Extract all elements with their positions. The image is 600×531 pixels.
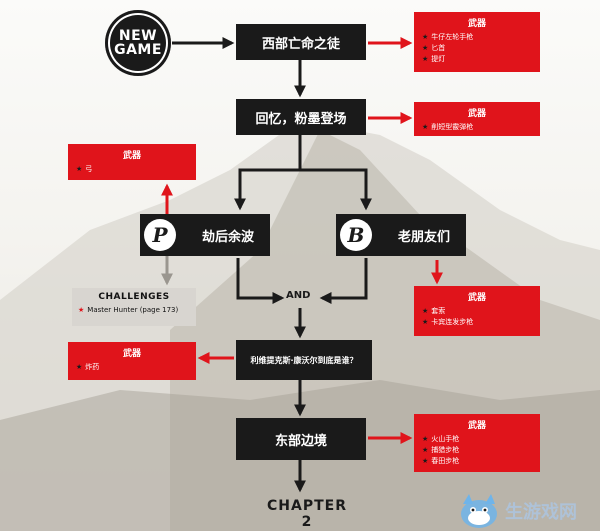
star-icon: ★ — [422, 123, 429, 131]
and-join-label: AND — [286, 290, 311, 301]
weapon-item: ★弓 — [76, 165, 93, 173]
chapter-end-label: CHAPTER 2 — [267, 498, 347, 530]
star-icon: ★ — [422, 435, 429, 443]
star-icon: ★ — [422, 318, 429, 326]
node-label: 回忆，粉墨登场 — [255, 111, 347, 127]
weapons-title: 武器 — [467, 293, 486, 303]
star-icon: ★ — [422, 307, 429, 315]
star-icon: ★ — [422, 446, 429, 454]
weapons-box-3: 武器 ★弓 — [68, 144, 196, 180]
outlaw-path-icon: P — [144, 219, 176, 251]
weapons-box-1: 武器 ★牛仔左轮手枪 ★匕首 ★提灯 — [414, 12, 540, 72]
challenge-item: ★ Master Hunter (page 173) — [78, 306, 179, 314]
node-label: 老朋友们 — [397, 229, 450, 245]
node-label: 利维提克斯·康沃尔到底是谁？ — [250, 355, 358, 365]
weapon-item: ★套索 — [422, 307, 446, 315]
node-label: 东部边境 — [274, 433, 327, 449]
weapon-item: ★削短型霰弹枪 — [422, 123, 474, 131]
arrow-n2-split — [234, 135, 302, 211]
new-game-badge: NEW GAME — [105, 10, 171, 76]
weapons-title: 武器 — [467, 19, 486, 29]
weapons-box-4: 武器 ★套索 ★卡宾连发步枪 — [414, 286, 540, 336]
arrow-n4-to-and — [319, 258, 368, 304]
node-western-outlaw: 西部亡命之徒 — [236, 24, 366, 60]
star-icon: ★ — [422, 457, 429, 465]
weapons-title: 武器 — [467, 421, 486, 431]
weapon-item: ★提灯 — [422, 55, 446, 63]
star-icon: ★ — [76, 363, 83, 371]
weapons-title: 武器 — [122, 151, 141, 161]
arrow-n3-to-and — [236, 258, 285, 304]
challenges-box: CHALLENGES ★ Master Hunter (page 173) — [72, 288, 196, 326]
node-label: 西部亡命之徒 — [261, 36, 340, 52]
mascot-logo-icon — [461, 494, 497, 528]
weapons-title: 武器 — [467, 109, 486, 119]
weapons-title: 武器 — [122, 349, 141, 359]
site-watermark: 生游戏网 — [455, 490, 577, 531]
weapons-box-6: 武器 ★火山手枪 ★捕猎步枪 ★春田步枪 — [414, 414, 540, 472]
arrow-n2-split-right — [300, 168, 372, 211]
node-memories: 回忆，粉墨登场 — [236, 99, 366, 135]
friend-path-icon: B — [340, 219, 372, 251]
node-eastern-frontier: 东部边境 — [236, 418, 366, 460]
new-game-line2: GAME — [114, 42, 162, 58]
star-icon: ★ — [422, 33, 429, 41]
weapon-item: ★牛仔左轮手枪 — [422, 33, 474, 41]
star-icon: ★ — [78, 306, 85, 314]
weapons-box-2: 武器 ★削短型霰弹枪 — [414, 102, 540, 136]
challenges-title: CHALLENGES — [98, 292, 170, 302]
node-leviticus-question: 利维提克斯·康沃尔到底是谁？ — [236, 340, 372, 380]
weapon-item: ★火山手枪 — [422, 435, 460, 443]
weapons-box-5: 武器 ★炸药 — [68, 342, 196, 380]
star-icon: ★ — [422, 55, 429, 63]
weapon-item: ★春田步枪 — [422, 457, 460, 465]
weapon-item: ★捕猎步枪 — [422, 446, 460, 454]
weapon-item: ★卡宾连发步枪 — [422, 318, 474, 326]
weapon-item: ★炸药 — [76, 363, 100, 371]
star-icon: ★ — [76, 165, 83, 173]
watermark-text: 生游戏网 — [505, 502, 577, 523]
new-game-line1: NEW — [118, 28, 158, 44]
node-label: 劫后余波 — [201, 229, 254, 245]
weapon-item: ★匕首 — [422, 44, 446, 52]
star-icon: ★ — [422, 44, 429, 52]
